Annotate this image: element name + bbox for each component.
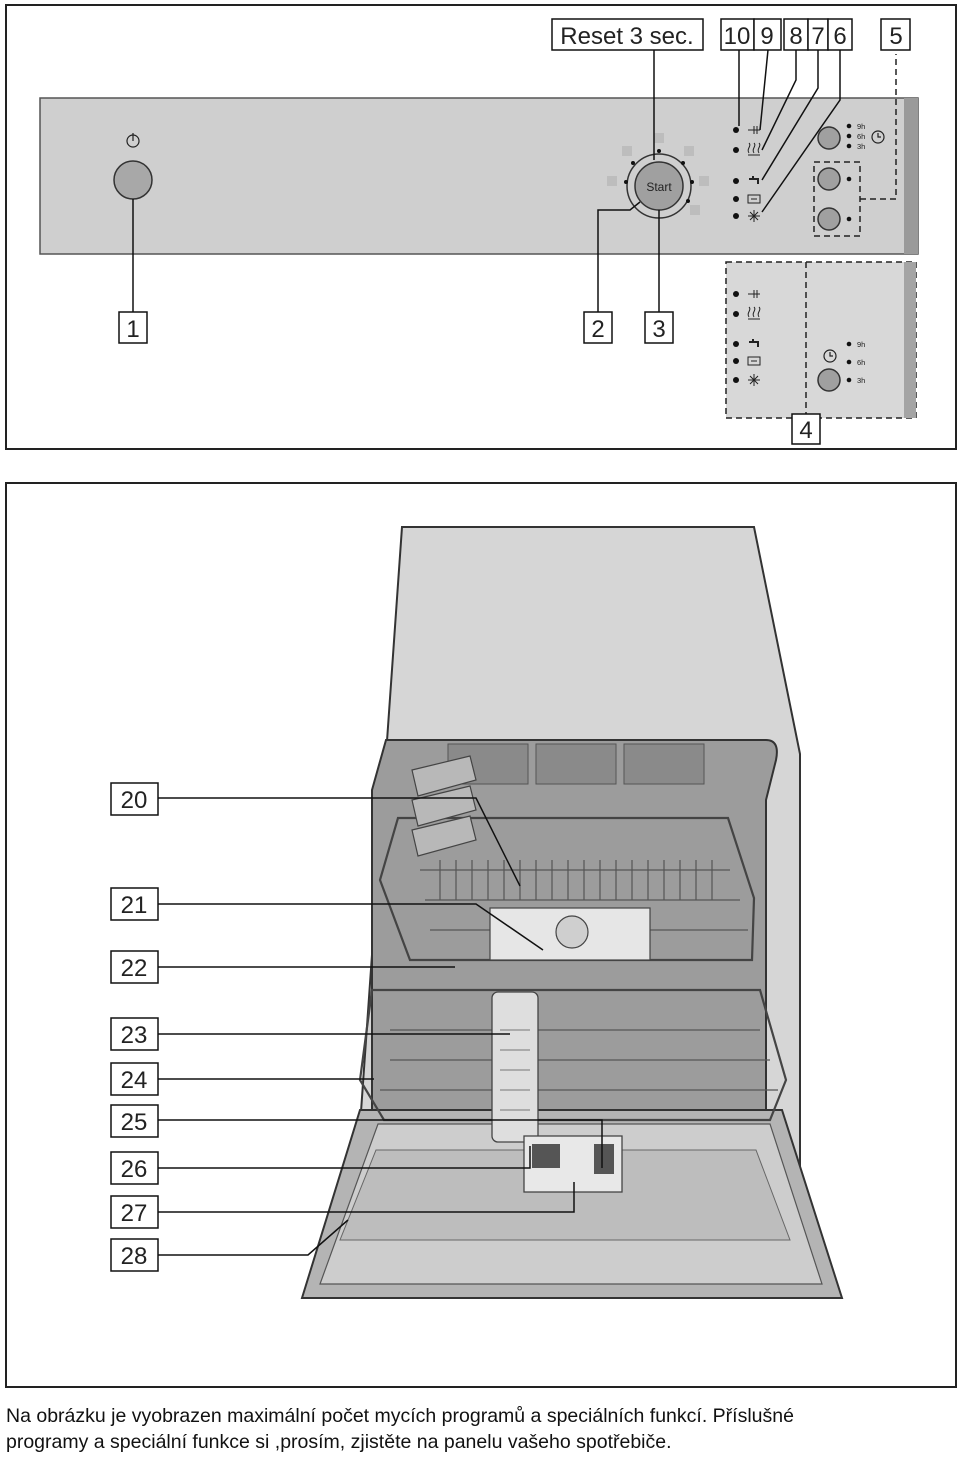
callout-3: 3 xyxy=(652,316,665,343)
callout-26: 26 xyxy=(121,1156,148,1183)
tap-icon-alt xyxy=(749,339,759,347)
rinse-aid-icon-alt xyxy=(747,306,761,320)
reset-label: Reset 3 sec. xyxy=(560,23,693,50)
timer-hour-2: 6h xyxy=(857,132,865,141)
timer-hour-alt-3: 3h xyxy=(857,376,865,385)
upper-basket xyxy=(378,816,756,962)
power-icon xyxy=(126,133,140,148)
callout-23: 23 xyxy=(121,1022,148,1049)
upper-basket-tines xyxy=(439,860,713,900)
callout-1: 1 xyxy=(126,316,139,343)
start-label: Start xyxy=(646,180,672,194)
panel-edge xyxy=(904,98,918,254)
panel-body xyxy=(39,97,919,255)
control-panel: Start 9h 6h 3h xyxy=(39,54,919,419)
salt-icon-alt xyxy=(747,356,761,366)
thermometer-icon-alt xyxy=(748,290,760,298)
caption-line-2: programy a speciální funkce si ,prosím, … xyxy=(6,1431,672,1453)
callout-21: 21 xyxy=(121,892,148,919)
callout-20: 20 xyxy=(121,787,148,814)
timer-button[interactable] xyxy=(817,126,841,150)
callout-5: 5 xyxy=(889,23,902,50)
salt-icon xyxy=(747,194,761,204)
callout-24: 24 xyxy=(121,1067,148,1094)
power-button[interactable] xyxy=(113,160,153,200)
indicator-leds xyxy=(733,127,739,219)
panel-leader-lines xyxy=(132,49,841,312)
timer-hour-1: 9h xyxy=(857,122,865,131)
callout-22: 22 xyxy=(121,955,148,982)
figure-caption: Na obrázku je vyobrazen maximální počet … xyxy=(6,1403,956,1455)
clock-icon xyxy=(871,130,885,144)
timer-hour-alt-1: 9h xyxy=(857,340,865,349)
alternate-panel xyxy=(725,261,917,419)
callout-10: 10 xyxy=(724,23,751,50)
timer-hour-alt-2: 6h xyxy=(857,358,865,367)
tap-icon xyxy=(749,176,759,184)
callout-7: 7 xyxy=(811,23,824,50)
callout-4: 4 xyxy=(799,417,812,444)
callout-2: 2 xyxy=(591,316,604,343)
cup-shelf xyxy=(411,755,477,857)
timer-button-alt[interactable] xyxy=(817,368,841,392)
caption-line-1: Na obrázku je vyobrazen maximální počet … xyxy=(6,1405,794,1427)
clock-icon-alt xyxy=(823,349,837,363)
sparkle-icon-alt xyxy=(748,374,760,386)
sparkle-icon xyxy=(748,210,760,222)
rinse-aid-icon xyxy=(747,142,761,156)
option-button-2[interactable] xyxy=(817,207,841,231)
reset-callout-box xyxy=(551,18,704,51)
dishwasher-drawing xyxy=(300,526,844,1299)
callout-28: 28 xyxy=(121,1243,148,1270)
callout-9: 9 xyxy=(760,23,773,50)
thermometer-icon xyxy=(748,126,760,134)
program-indicators xyxy=(607,133,709,215)
dial-dots xyxy=(624,149,694,203)
timer-hour-3: 3h xyxy=(857,142,865,151)
callout-27: 27 xyxy=(121,1200,148,1227)
lower-basket xyxy=(358,988,788,1122)
callout-25: 25 xyxy=(121,1109,148,1136)
option-button-1[interactable] xyxy=(817,167,841,191)
machine-leader-lines xyxy=(158,797,603,1256)
machine-callouts: 20 21 22 23 24 25 26 27 28 xyxy=(110,782,159,1272)
callout-8: 8 xyxy=(789,23,802,50)
panel-callouts: Reset 3 sec. 10 9 8 7 6 5 1 2 3 4 xyxy=(118,18,911,445)
callout-6: 6 xyxy=(833,23,846,50)
